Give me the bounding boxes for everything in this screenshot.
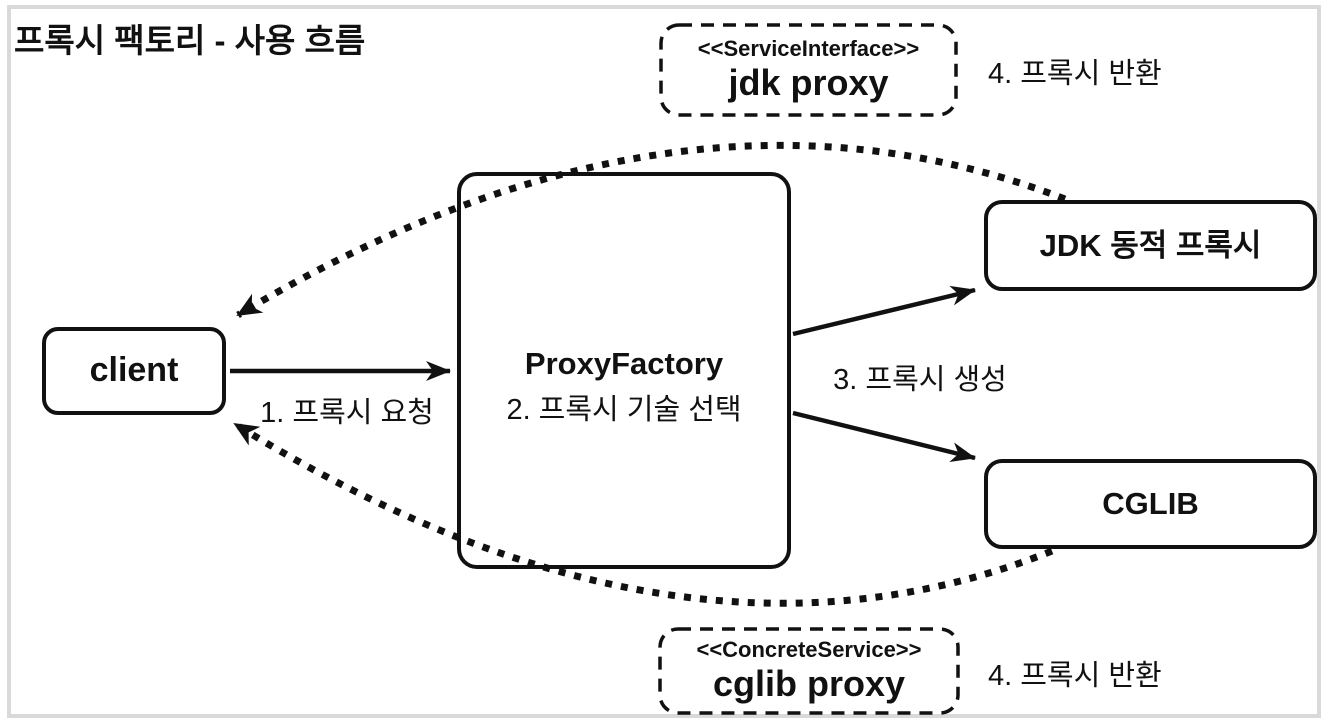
jdk-proxy-result: <<ServiceInterface>> jdk proxy xyxy=(661,25,956,115)
node-jdk-dynamic-proxy: JDK 동적 프록시 xyxy=(984,200,1317,291)
diagram-title: 프록시 팩토리 - 사용 흐름 xyxy=(14,22,366,59)
edge-label-proxy-create: 3. 프록시 생성 xyxy=(833,364,1007,396)
edge-label-proxy-return-top: 4. 프록시 반환 xyxy=(988,58,1162,90)
cglib-proxy-result-label: cglib proxy xyxy=(712,663,906,705)
cglib-proxy-result: <<ConcreteService>> cglib proxy xyxy=(660,629,958,713)
node-client: client xyxy=(42,327,226,415)
node-proxy-factory: ProxyFactory 2. 프록시 기술 선택 xyxy=(457,172,791,569)
node-cglib: CGLIB xyxy=(984,459,1317,549)
cglib-label: CGLIB xyxy=(1102,486,1199,522)
client-label: client xyxy=(89,351,179,390)
edge-label-proxy-request: 1. 프록시 요청 xyxy=(260,397,434,429)
service-interface-stereotype: <<ServiceInterface>> xyxy=(697,36,920,62)
proxy-factory-step-label: 2. 프록시 기술 선택 xyxy=(506,393,742,426)
edge-label-proxy-return-bottom: 4. 프록시 반환 xyxy=(988,660,1162,692)
jdk-proxy-result-label: jdk proxy xyxy=(728,62,889,104)
proxy-factory-label: ProxyFactory xyxy=(524,346,724,381)
concrete-service-stereotype: <<ConcreteService>> xyxy=(696,637,922,663)
jdk-dynamic-proxy-label: JDK 동적 프록시 xyxy=(1039,227,1262,263)
